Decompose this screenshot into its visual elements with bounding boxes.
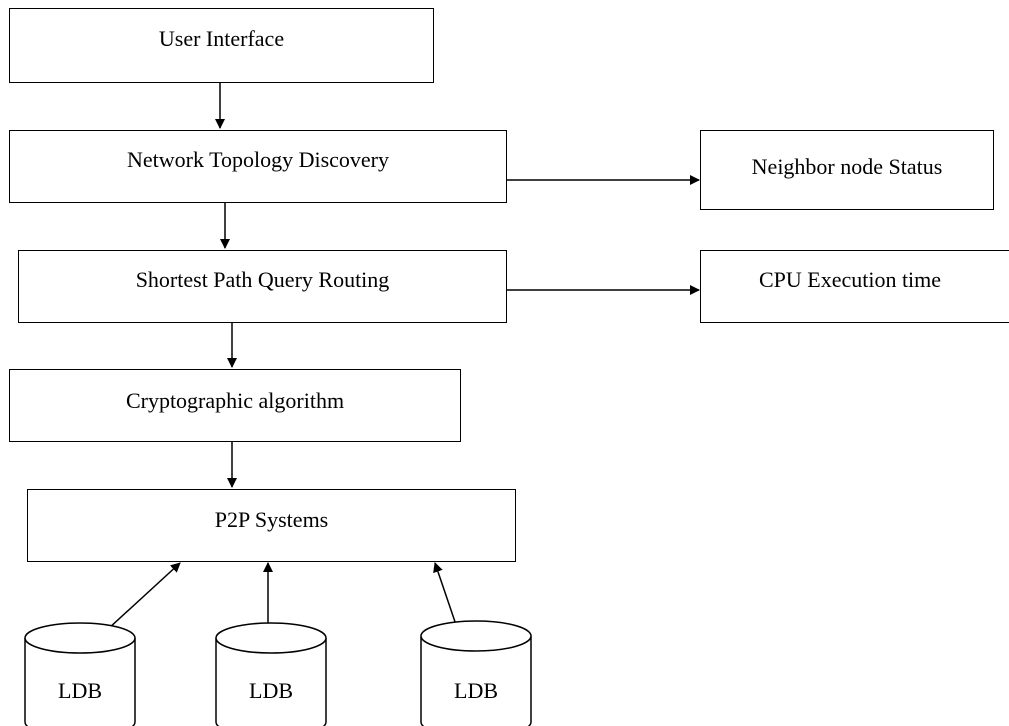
ldb-label-1: LDB <box>58 678 102 703</box>
database-cylinder-2 <box>215 622 327 726</box>
user-interface-label: User Interface <box>158 26 285 51</box>
p2p-systems-box: P2P Systems <box>27 489 516 562</box>
database-cylinder-3 <box>420 620 532 726</box>
neighbor-node-status-label: Neighbor node Status <box>751 154 943 179</box>
cryptographic-algorithm-label: Cryptographic algorithm <box>125 388 345 413</box>
ldb-label-2: LDB <box>249 678 293 703</box>
network-topology-discovery-label: Network Topology Discovery <box>126 147 389 172</box>
network-topology-discovery-box: Network Topology Discovery <box>9 130 507 203</box>
user-interface-box: User Interface <box>9 8 434 83</box>
cpu-execution-time-box: CPU Execution time <box>700 250 1009 323</box>
ldb-label-3: LDB <box>454 678 498 703</box>
neighbor-node-status-box: Neighbor node Status <box>700 130 994 210</box>
p2p-systems-label: P2P Systems <box>214 507 329 532</box>
database-cylinder-1 <box>24 622 136 726</box>
shortest-path-query-routing-box: Shortest Path Query Routing <box>18 250 507 323</box>
cryptographic-algorithm-box: Cryptographic algorithm <box>9 369 461 442</box>
cpu-execution-time-label: CPU Execution time <box>758 267 942 292</box>
shortest-path-query-routing-label: Shortest Path Query Routing <box>135 267 390 292</box>
